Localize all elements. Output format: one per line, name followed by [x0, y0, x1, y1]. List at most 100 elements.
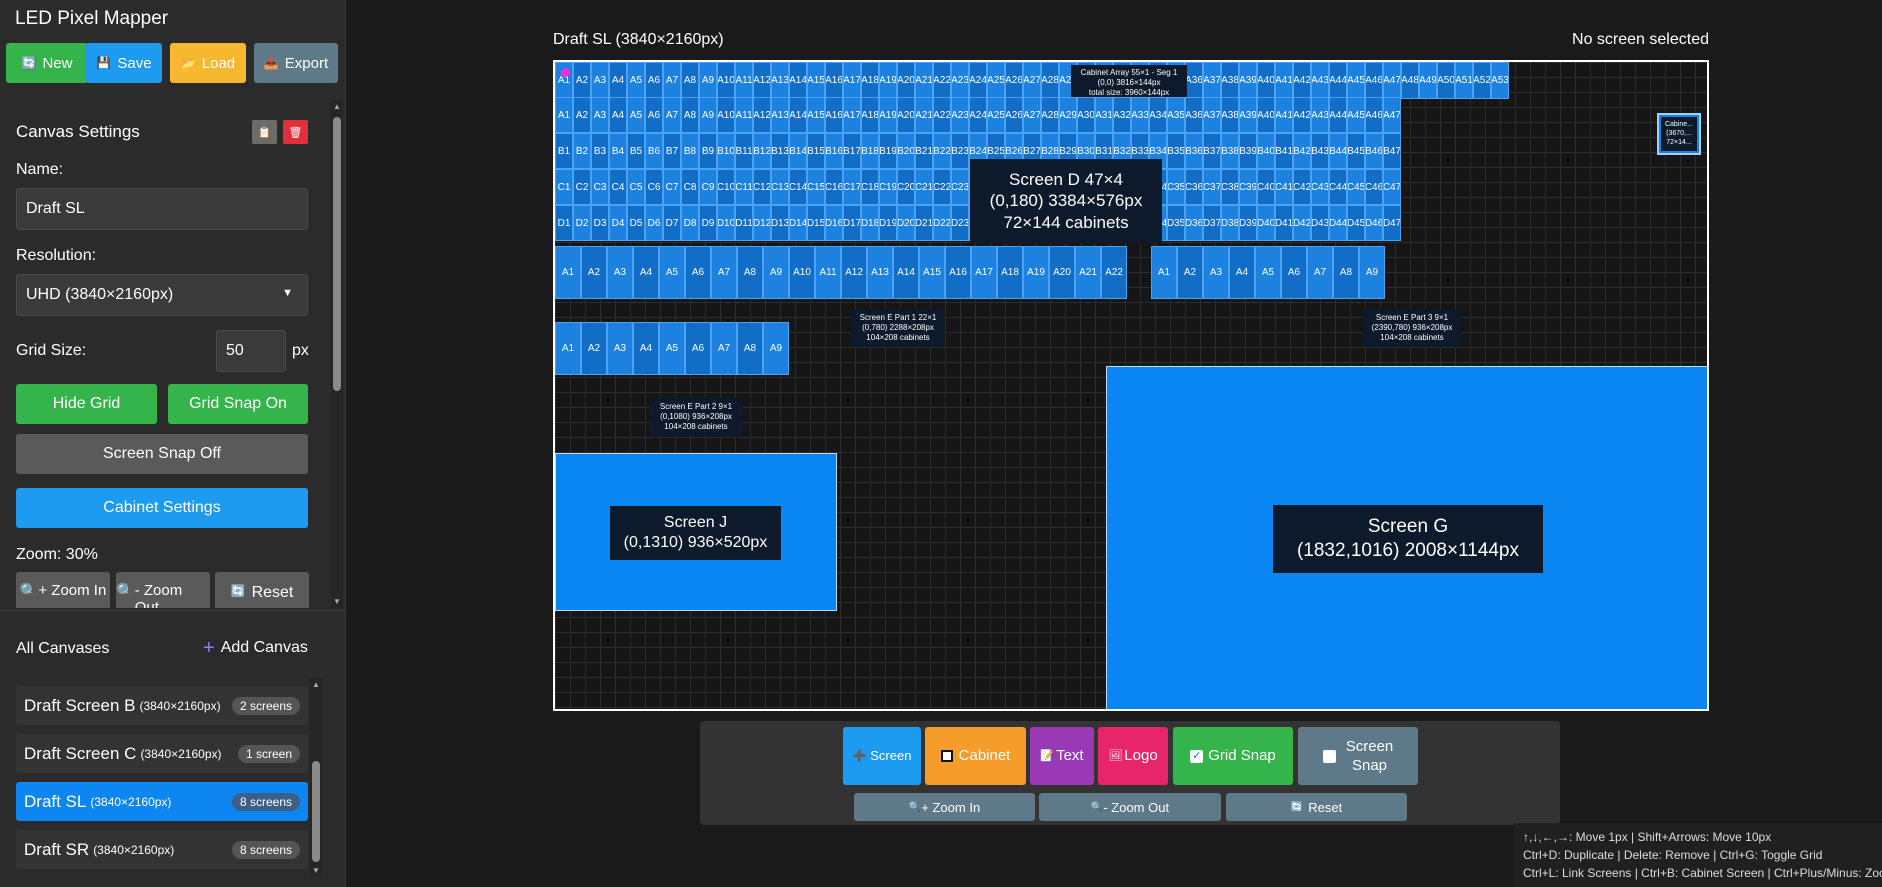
cabinet-cell[interactable]: C6 — [645, 169, 663, 205]
scroll-thumb[interactable] — [333, 117, 341, 391]
cabinet-cell[interactable]: A23 — [951, 62, 969, 99]
cabinet-cell[interactable]: A4 — [633, 322, 659, 375]
cabinet-cell[interactable]: A13 — [771, 97, 789, 133]
cabinet-cell[interactable]: B23 — [951, 133, 969, 169]
canvas-name-input[interactable]: Draft SL — [16, 188, 308, 230]
cabinet-cell[interactable]: A3 — [607, 322, 633, 375]
cabinet-cell[interactable]: B2 — [573, 133, 591, 169]
cabinet-cell[interactable]: C19 — [879, 169, 897, 205]
cabinet-cell[interactable]: D42 — [1293, 205, 1311, 241]
cabinet-cell[interactable]: D40 — [1257, 205, 1275, 241]
cabinet-cell[interactable]: A51 — [1455, 62, 1473, 99]
cabinet-cell[interactable]: A4 — [609, 97, 627, 133]
cabinet-cell[interactable]: A17 — [971, 246, 997, 299]
cabinet-cell[interactable]: A6 — [685, 246, 711, 299]
cabinet-cell[interactable]: A26 — [1005, 62, 1023, 99]
cabinet-cell[interactable]: A41 — [1275, 97, 1293, 133]
cabinet-cell[interactable]: A12 — [753, 97, 771, 133]
canvas-item[interactable]: Draft SR(3840×2160px)8 screens — [16, 830, 308, 869]
cabinet-settings-button[interactable]: Cabinet Settings — [16, 488, 308, 528]
cabinet-cell[interactable]: C38 — [1221, 169, 1239, 205]
cabinet-cell[interactable]: D44 — [1329, 205, 1347, 241]
cabinet-cell[interactable]: B21 — [915, 133, 933, 169]
cabinet-cell[interactable]: A13 — [771, 62, 789, 99]
cabinet-cell[interactable]: A15 — [807, 97, 825, 133]
cabinet-cell[interactable]: C46 — [1365, 169, 1383, 205]
cabinet-cell[interactable]: B17 — [843, 133, 861, 169]
cabinet-cell[interactable]: A18 — [997, 246, 1023, 299]
cabinet-cell[interactable]: D23 — [951, 205, 969, 241]
cabinet-cell[interactable]: A1 — [1151, 246, 1177, 299]
cabinet-cell[interactable]: A6 — [685, 322, 711, 375]
cabinet-cell[interactable]: C3 — [591, 169, 609, 205]
cabinet-cell[interactable]: A41 — [1275, 62, 1293, 99]
cabinet-cell[interactable]: C40 — [1257, 169, 1275, 205]
cabinet-cell[interactable]: A5 — [659, 322, 685, 375]
cabinet-cell[interactable]: A9 — [763, 322, 789, 375]
cabinet-cell[interactable]: A19 — [879, 62, 897, 99]
screen-snap-button[interactable]: Screen Snap Off — [16, 434, 308, 474]
cabinet-cell[interactable]: B3 — [591, 133, 609, 169]
cabinet-cell[interactable]: A37 — [1203, 62, 1221, 99]
cabinet-cell[interactable]: D20 — [897, 205, 915, 241]
cabinet-cell[interactable]: A47 — [1383, 97, 1401, 133]
cabinet-cell[interactable]: B40 — [1257, 133, 1275, 169]
cabinet-cell[interactable]: B11 — [735, 133, 753, 169]
cabinet-cell[interactable]: A46 — [1365, 62, 1383, 99]
cabinet-cell[interactable]: A17 — [843, 97, 861, 133]
cabinet-cell[interactable]: B45 — [1347, 133, 1365, 169]
cabinet-cell[interactable]: D5 — [627, 205, 645, 241]
cabinet-cell[interactable]: C17 — [843, 169, 861, 205]
cabinet-cell[interactable]: C21 — [915, 169, 933, 205]
cabinet-cell[interactable]: A8 — [1333, 246, 1359, 299]
cabinet-cell[interactable]: C41 — [1275, 169, 1293, 205]
cabinet-cell[interactable]: A23 — [951, 97, 969, 133]
cabinet-cell[interactable]: A4 — [609, 62, 627, 99]
cabinet-cell[interactable]: A10 — [717, 62, 735, 99]
cabinet-cell[interactable]: B37 — [1203, 133, 1221, 169]
cabinet-cell[interactable]: B10 — [717, 133, 735, 169]
cabinet-cell[interactable]: A27 — [1023, 62, 1041, 99]
cabinet-cell[interactable]: D35 — [1167, 205, 1185, 241]
cabinet-cell[interactable]: A15 — [919, 246, 945, 299]
cabinet-cell[interactable]: A8 — [681, 97, 699, 133]
load-button[interactable]: 📂Load — [170, 43, 246, 83]
cabinet-cell[interactable]: C1 — [555, 169, 573, 205]
zoom-in-button[interactable]: 🔍+ Zoom In — [16, 572, 110, 608]
cabinet-cell[interactable]: A3 — [591, 62, 609, 99]
cabinet-cell[interactable]: D41 — [1275, 205, 1293, 241]
cabinet-cell[interactable]: C2 — [573, 169, 591, 205]
cabinet-cell[interactable]: D39 — [1239, 205, 1257, 241]
cabinet-cell[interactable]: D1 — [555, 205, 573, 241]
cabinet-cell[interactable]: A2 — [573, 97, 591, 133]
cabinet-cell[interactable]: A45 — [1347, 62, 1365, 99]
cabinet-cell[interactable]: A12 — [753, 62, 771, 99]
zoom-out-button[interactable]: 🔍- Zoom Out — [116, 572, 210, 608]
cabinet-cell[interactable]: A18 — [861, 97, 879, 133]
cabinet-cell[interactable]: D8 — [681, 205, 699, 241]
cabinet-cell[interactable]: A4 — [633, 246, 659, 299]
cabinet-cell[interactable]: D45 — [1347, 205, 1365, 241]
cabinet-cell[interactable]: A9 — [1359, 246, 1385, 299]
add-canvas-button[interactable]: +Add Canvas — [203, 638, 308, 658]
cabinet-cell[interactable]: B22 — [933, 133, 951, 169]
cabinet-cell[interactable]: D19 — [879, 205, 897, 241]
cabinet-cell[interactable]: A26 — [1005, 97, 1023, 133]
cabinet-cell[interactable]: C5 — [627, 169, 645, 205]
cabinet-cell[interactable]: C42 — [1293, 169, 1311, 205]
add-logo-button[interactable]: 🖼Logo — [1098, 727, 1168, 785]
cabinet-cell[interactable]: A11 — [735, 62, 753, 99]
cabinet-cell[interactable]: C39 — [1239, 169, 1257, 205]
cabinet-cell[interactable]: D43 — [1311, 205, 1329, 241]
cabinet-cell[interactable]: B7 — [663, 133, 681, 169]
cabinet-cell[interactable]: A5 — [627, 97, 645, 133]
cabinet-cell[interactable]: A16 — [825, 62, 843, 99]
cabinet-cell[interactable]: A39 — [1239, 62, 1257, 99]
cabinet-cell[interactable]: A3 — [1203, 246, 1229, 299]
cabinet-cell[interactable]: A14 — [789, 97, 807, 133]
cabinet-cell[interactable]: A28 — [1041, 97, 1059, 133]
trash-icon[interactable]: 🗑 — [283, 120, 308, 144]
cabinet-cell[interactable]: D36 — [1185, 205, 1203, 241]
cabinet-cell[interactable]: C45 — [1347, 169, 1365, 205]
resolution-select[interactable]: UHD (3840×2160px) ▼ — [16, 274, 308, 316]
